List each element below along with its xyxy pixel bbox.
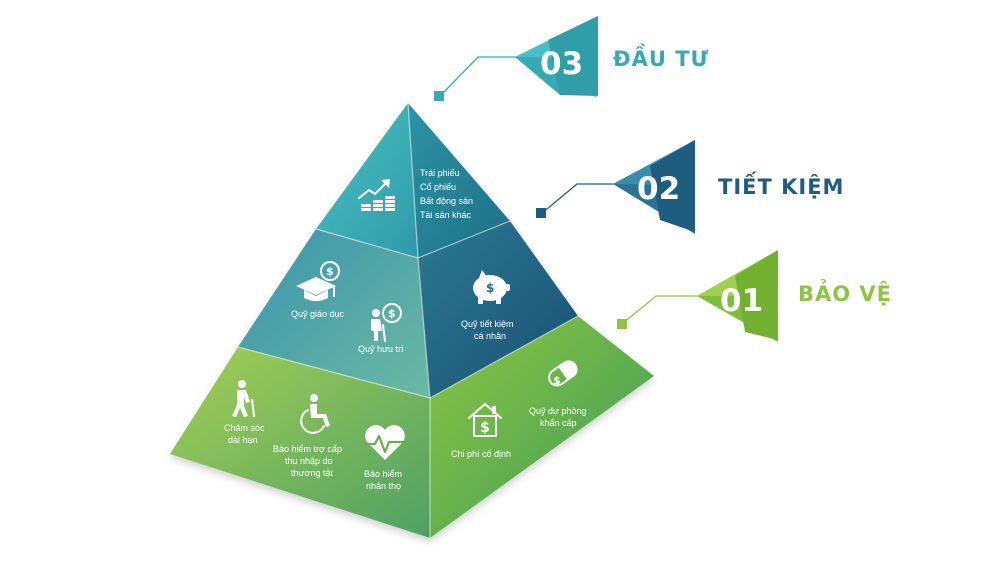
personal-savings-label-line2: cá nhân xyxy=(474,331,506,341)
tier-02-number: 02 xyxy=(637,171,680,207)
tier-02-title: TIẾT KIỆM xyxy=(718,171,844,199)
growth-chart-coins-icon xyxy=(358,179,395,211)
tier-03-title: ĐẦU TƯ xyxy=(613,43,709,71)
connector-square-01 xyxy=(617,319,627,329)
fixed-costs-label: Chi phí cố định xyxy=(451,449,511,459)
walking-cane-icon xyxy=(232,380,255,417)
svg-text:$: $ xyxy=(480,420,490,436)
leader-line-01 xyxy=(621,295,700,325)
investment-item-other-assets: Tài sản khác xyxy=(420,210,472,220)
long-term-care-label-line2: dài hạn xyxy=(228,435,258,445)
connector-square-03 xyxy=(434,91,444,101)
life-insurance-label-line2: nhân thọ xyxy=(366,481,401,491)
connector-square-02 xyxy=(536,208,546,218)
pyramid-edges xyxy=(237,102,579,538)
top-right-face xyxy=(408,103,510,258)
emergency-fund-label-line1: Quỹ dự phòng xyxy=(529,406,587,416)
disability-insurance-label-line3: thương tật xyxy=(291,468,333,478)
investment-item-bonds: Trái phiếu xyxy=(420,168,460,178)
tier-01-title: BẢO VỆ xyxy=(798,279,892,306)
leader-line-02 xyxy=(540,183,615,215)
tier-01-banner: 01 BẢO VỆ xyxy=(697,250,892,342)
svg-text:$: $ xyxy=(486,281,494,295)
disability-insurance-label-line1: Bảo hiểm trợ cấp xyxy=(273,444,342,454)
leader-line-03 xyxy=(439,56,520,97)
investment-item-real-estate: Bất động sản xyxy=(420,196,473,206)
piggy-bank-icon: $ xyxy=(473,270,510,304)
disability-insurance-label-line2: thu nhập do xyxy=(285,456,333,466)
tier-03-number: 03 xyxy=(540,46,583,82)
personal-savings-label-line1: Quỹ tiết kiệm xyxy=(461,319,514,329)
wheelchair-dollar-icon xyxy=(300,394,330,434)
middle-right-face xyxy=(418,221,578,398)
long-term-care-label-line1: Chăm sóc xyxy=(224,423,265,433)
retirement-fund-label: Quỹ hưu trí xyxy=(358,344,404,354)
svg-text:$: $ xyxy=(388,307,396,320)
svg-text:$: $ xyxy=(326,265,334,278)
elderly-dollar-icon: $ xyxy=(371,303,402,342)
bottom-right-face xyxy=(430,316,654,538)
pill-dollar-icon: $ xyxy=(548,360,578,387)
tier-01-number: 01 xyxy=(720,283,763,319)
emergency-fund-label-line2: khẩn cấp xyxy=(540,418,577,428)
tier-03-banner: 03 ĐẦU TƯ xyxy=(515,16,709,98)
pyramid xyxy=(170,103,654,538)
top-left-face xyxy=(316,103,418,258)
tier-02-banner: 02 TIẾT KIỆM xyxy=(613,140,844,234)
heart-pulse-icon xyxy=(365,425,405,460)
life-insurance-label-line1: Bảo hiểm xyxy=(364,469,402,479)
svg-text:$: $ xyxy=(553,374,561,387)
middle-left-face xyxy=(238,229,430,398)
investment-item-stocks: Cổ phiếu xyxy=(420,182,456,192)
bottom-left-face xyxy=(170,347,430,538)
leader-lines xyxy=(439,56,700,325)
house-dollar-icon: $ xyxy=(468,403,502,437)
education-fund-label: Quỹ giáo dục xyxy=(291,309,345,319)
graduation-cap-dollar-icon: $ xyxy=(296,261,340,301)
